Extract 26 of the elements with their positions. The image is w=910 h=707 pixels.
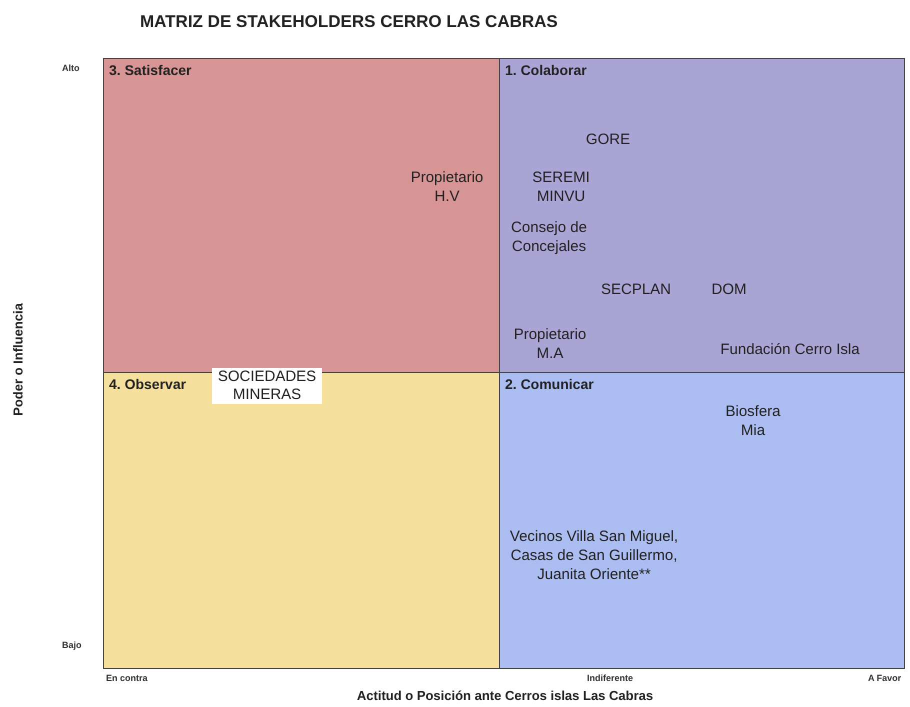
stakeholder-label: DOM [710,280,748,299]
stakeholder-label: SOCIEDADES MINERAS [212,368,322,404]
stakeholder-label: Propietario M.A [512,325,588,363]
quadrant-heading: 3. Satisfacer [109,62,192,78]
axis-tick-label: Indiferente [587,673,634,683]
chart-title: MATRIZ DE STAKEHOLDERS CERRO LAS CABRAS [140,12,558,32]
stakeholder-label: Vecinos Villa San Miguel, Casas de San Guillermo, Juanita Oriente** [508,527,680,584]
quadrant-area [103,372,500,669]
quadrant-area [499,372,905,669]
stakeholder-label: SECPLAN [600,280,672,299]
axis-tick-label: A Favor [868,673,902,683]
stakeholder-label: Fundación Cerro Isla [719,340,861,359]
axis-tick-label: Bajo [62,640,82,650]
stakeholder-label: GORE [584,130,632,149]
stakeholder-label: Biosfera Mia [724,402,782,440]
axis-title: Actitud o Posición ante Cerros islas Las Cabras [356,688,654,703]
quadrant-heading: 1. Colaborar [505,62,587,78]
quadrant-heading: 4. Observar [109,376,186,392]
quadrant-heading: 2. Comunicar [505,376,594,392]
stakeholder-label: Propietario H.V [410,168,484,206]
axis-tick-label: En contra [106,673,148,683]
axis-title: Poder o Influencia [10,302,26,418]
axis-tick-label: Alto [62,63,80,73]
stakeholder-label: Consejo de Concejales [510,218,588,256]
quadrant-area [499,58,905,373]
stakeholder-label: SEREMI MINVU [531,168,591,206]
